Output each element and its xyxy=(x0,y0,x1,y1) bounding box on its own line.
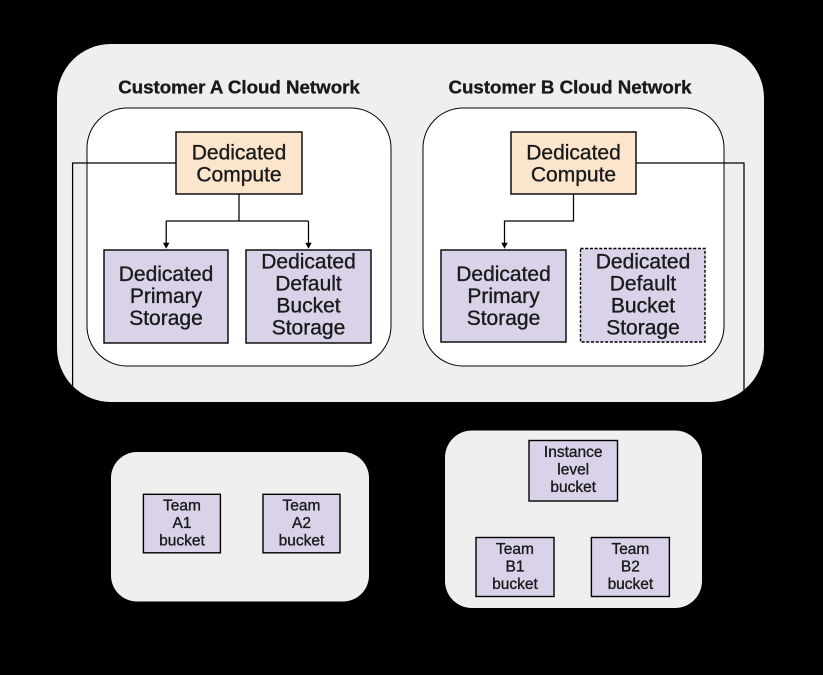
svg-text:bucket: bucket xyxy=(608,576,654,593)
svg-text:A1: A1 xyxy=(173,515,192,532)
svg-text:Instance: Instance xyxy=(544,444,603,461)
svg-text:Dedicated: Dedicated xyxy=(526,142,621,165)
svg-text:bucket: bucket xyxy=(279,533,325,550)
svg-text:bucket: bucket xyxy=(492,576,538,593)
svg-text:Dedicated: Dedicated xyxy=(192,142,287,165)
svg-text:Storage: Storage xyxy=(467,307,541,330)
svg-text:Dedicated: Dedicated xyxy=(596,251,691,274)
svg-text:Dedicated: Dedicated xyxy=(456,263,551,286)
svg-text:Primary: Primary xyxy=(130,285,203,308)
svg-text:Team: Team xyxy=(283,498,321,515)
svg-text:bucket: bucket xyxy=(159,533,205,550)
svg-text:Storage: Storage xyxy=(129,307,203,330)
svg-text:Default: Default xyxy=(610,273,677,296)
svg-text:Dedicated: Dedicated xyxy=(261,251,356,274)
svg-text:B2: B2 xyxy=(621,559,640,576)
svg-text:B1: B1 xyxy=(506,559,525,576)
svg-text:Compute: Compute xyxy=(196,164,281,187)
svg-text:Default: Default xyxy=(275,273,342,296)
svg-text:Bucket: Bucket xyxy=(611,295,675,318)
svg-text:Primary: Primary xyxy=(467,285,540,308)
svg-text:Team: Team xyxy=(163,498,201,515)
svg-text:Team: Team xyxy=(496,541,534,558)
svg-text:Team: Team xyxy=(611,541,649,558)
svg-text:Customer A Cloud Network: Customer A Cloud Network xyxy=(118,77,360,98)
svg-text:level: level xyxy=(557,462,589,479)
svg-text:Dedicated: Dedicated xyxy=(119,263,214,286)
svg-text:Bucket: Bucket xyxy=(276,295,340,318)
svg-text:Storage: Storage xyxy=(272,317,346,340)
svg-text:A2: A2 xyxy=(292,515,311,532)
svg-text:Compute: Compute xyxy=(531,164,616,187)
svg-text:bucket: bucket xyxy=(550,479,596,496)
svg-text:Customer B Cloud Network: Customer B Cloud Network xyxy=(449,77,693,98)
svg-text:Storage: Storage xyxy=(606,317,680,340)
